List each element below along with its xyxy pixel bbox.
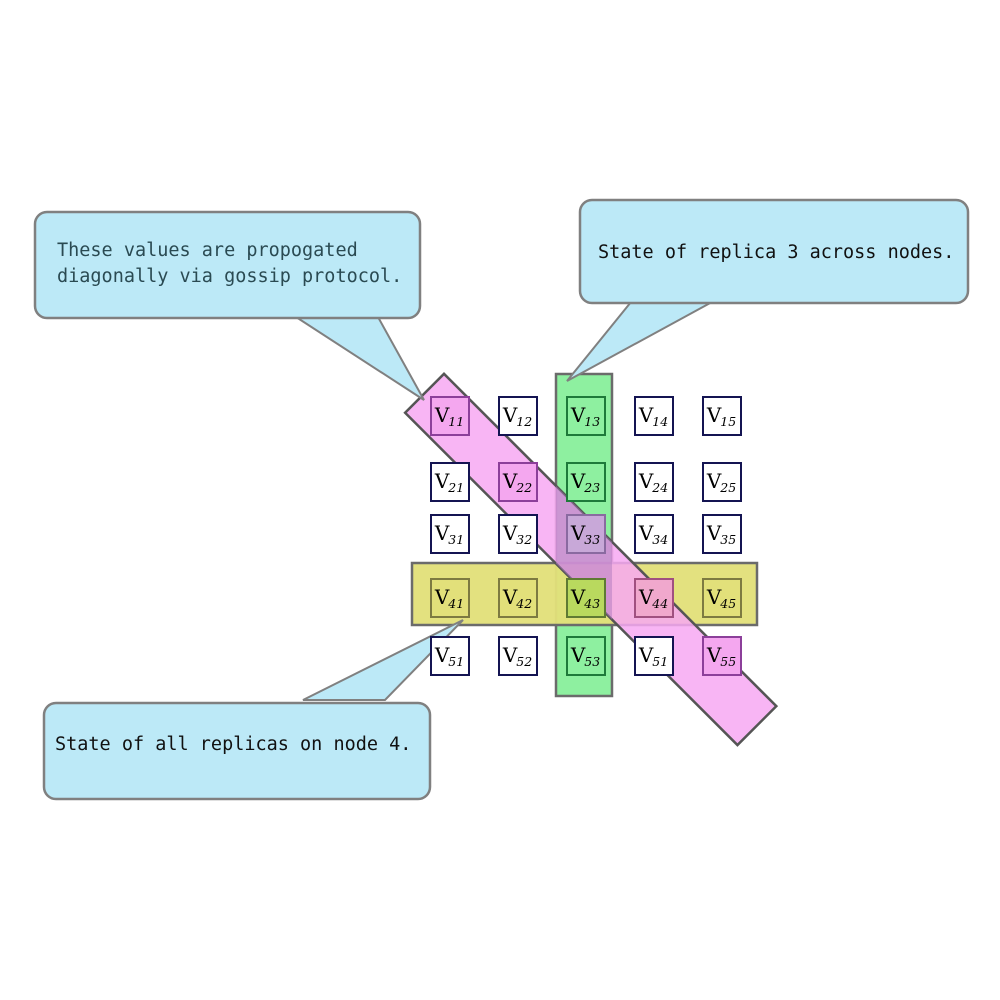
callout-diagonal-box — [33, 210, 422, 320]
grid-cell-v43[interactable]: V43 — [566, 578, 606, 618]
cell-label: V44 — [638, 585, 669, 611]
cell-label-subscript: 32 — [516, 532, 533, 547]
grid-cell-v51[interactable]: V51 — [430, 636, 470, 676]
cell-label: V14 — [638, 403, 669, 429]
grid-cell-v24[interactable]: V24 — [634, 462, 674, 502]
grid-cell-v52[interactable]: V52 — [498, 636, 538, 676]
cell-label-subscript: 11 — [448, 414, 465, 429]
grid-cell-v44[interactable]: V44 — [634, 578, 674, 618]
callout-diagonal-text: These values are propogated diagonally v… — [57, 238, 402, 290]
grid-cell-v34[interactable]: V34 — [634, 514, 674, 554]
grid-cell-v35[interactable]: V35 — [702, 514, 742, 554]
grid-cell-v53[interactable]: V53 — [566, 636, 606, 676]
grid-cell-v42[interactable]: V42 — [498, 578, 538, 618]
cell-label: V43 — [570, 585, 601, 611]
grid-cell-v22[interactable]: V22 — [498, 462, 538, 502]
cell-label: V51 — [638, 643, 669, 669]
cell-label-subscript: 15 — [720, 414, 737, 429]
callout-node-text: State of all replicas on node 4. — [55, 734, 412, 755]
cell-label: V41 — [434, 585, 465, 611]
grid-cell-v23[interactable]: V23 — [566, 462, 606, 502]
callout-replica-text: State of replica 3 across nodes. — [598, 242, 955, 263]
grid-cell-v55[interactable]: V55 — [702, 636, 742, 676]
grid-cell-v25[interactable]: V25 — [702, 462, 742, 502]
cell-label-subscript: 22 — [516, 480, 533, 495]
grid-cell-v11[interactable]: V11 — [430, 396, 470, 436]
grid-cell-v41[interactable]: V41 — [430, 578, 470, 618]
cell-label: V31 — [434, 521, 465, 547]
callout-node-box — [42, 701, 432, 801]
cell-label-subscript: 52 — [516, 654, 533, 669]
cell-label: V22 — [502, 469, 533, 495]
cell-label-subscript: 12 — [516, 414, 533, 429]
cell-label-subscript: 55 — [720, 654, 737, 669]
grid-cell-v21[interactable]: V21 — [430, 462, 470, 502]
grid-cell-v15[interactable]: V15 — [702, 396, 742, 436]
cell-label-subscript: 21 — [448, 480, 465, 495]
cell-label-subscript: 31 — [448, 532, 465, 547]
cell-label: V42 — [502, 585, 533, 611]
cell-label: V15 — [706, 403, 737, 429]
cell-label: V45 — [706, 585, 737, 611]
callout-diagonal-tail — [292, 316, 425, 401]
cell-label: V35 — [706, 521, 737, 547]
cell-label-subscript: 14 — [652, 414, 669, 429]
cell-label: V24 — [638, 469, 669, 495]
cell-label-subscript: 33 — [584, 532, 601, 547]
grid-cell-v14[interactable]: V14 — [634, 396, 674, 436]
cell-label-subscript: 53 — [584, 654, 601, 669]
grid-cell-v13[interactable]: V13 — [566, 396, 606, 436]
cell-label: V25 — [706, 469, 737, 495]
cell-label-subscript: 24 — [652, 480, 669, 495]
cell-label: V52 — [502, 643, 533, 669]
cell-label: V51 — [434, 643, 465, 669]
cell-label: V23 — [570, 469, 601, 495]
cell-label: V53 — [570, 643, 601, 669]
grid-cell-v45[interactable]: V45 — [702, 578, 742, 618]
cell-label-subscript: 13 — [584, 414, 601, 429]
cell-label-subscript: 34 — [652, 532, 669, 547]
grid-cell-v51[interactable]: V51 — [634, 636, 674, 676]
cell-label-subscript: 25 — [720, 480, 737, 495]
grid-cell-v12[interactable]: V12 — [498, 396, 538, 436]
cell-label-subscript: 45 — [720, 596, 737, 611]
callout-node-tail — [302, 619, 464, 701]
cell-label-subscript: 41 — [448, 596, 465, 611]
grid-cell-v32[interactable]: V32 — [498, 514, 538, 554]
cell-label: V12 — [502, 403, 533, 429]
cell-label: V13 — [570, 403, 601, 429]
cell-label-subscript: 43 — [584, 596, 601, 611]
cell-label: V21 — [434, 469, 465, 495]
cell-label: V33 — [570, 521, 601, 547]
cell-label-subscript: 44 — [652, 596, 669, 611]
callout-replica-box — [578, 198, 970, 305]
cell-label-subscript: 51 — [448, 654, 465, 669]
callout-diagonal-line1: These values are propogated — [57, 240, 358, 261]
callout-replica-tail — [566, 301, 713, 382]
cell-label: V34 — [638, 521, 669, 547]
cell-label-subscript: 35 — [720, 532, 737, 547]
cell-label-subscript: 42 — [516, 596, 533, 611]
cell-label-subscript: 51 — [652, 654, 669, 669]
callout-diagonal-line2: diagonally via gossip protocol. — [57, 266, 403, 287]
cell-label: V11 — [434, 403, 465, 429]
cell-label-subscript: 23 — [584, 480, 601, 495]
cell-label: V55 — [706, 643, 737, 669]
grid-cell-v31[interactable]: V31 — [430, 514, 470, 554]
cell-label: V32 — [502, 521, 533, 547]
grid-cell-v33[interactable]: V33 — [566, 514, 606, 554]
